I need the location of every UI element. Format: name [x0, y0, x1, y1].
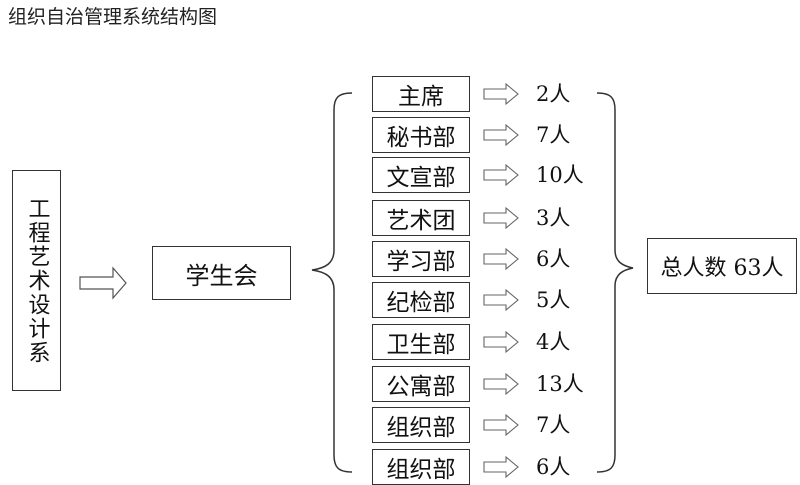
branch-count: 13人 — [536, 372, 584, 396]
branch-count: 10人 — [536, 163, 584, 187]
arrow-icon — [483, 330, 519, 354]
arrow-icon — [483, 455, 519, 479]
branch-count: 5人 — [536, 288, 571, 312]
arrow-icon — [483, 247, 519, 271]
branch-box: 卫生部 — [372, 324, 470, 360]
branch-box: 主席 — [372, 76, 470, 112]
student-union-box: 学生会 — [152, 246, 291, 300]
branch-box: 学习部 — [372, 241, 470, 277]
branch-box: 组织部 — [372, 407, 470, 443]
branch-count: 6人 — [536, 455, 571, 479]
right-brace-icon — [596, 92, 634, 473]
department-box: 工程艺术设计系 — [12, 170, 61, 391]
left-brace-icon — [311, 92, 353, 473]
branch-count: 3人 — [536, 206, 571, 230]
branch-box: 组织部 — [372, 449, 470, 485]
arrow-icon — [483, 288, 519, 312]
arrow-icon — [483, 372, 519, 396]
arrow-icon — [483, 413, 519, 437]
arrow-icon — [483, 206, 519, 230]
branch-box: 秘书部 — [372, 117, 470, 153]
branch-count: 4人 — [536, 330, 571, 354]
branch-count: 7人 — [536, 123, 571, 147]
branch-box: 文宣部 — [372, 157, 470, 193]
branch-box: 公寓部 — [372, 366, 470, 402]
branch-count: 2人 — [536, 82, 571, 106]
total-box: 总人数 63人 — [647, 238, 797, 294]
branch-box: 纪检部 — [372, 282, 470, 318]
branch-count: 6人 — [536, 247, 571, 271]
arrow-icon — [483, 123, 519, 147]
branch-count: 7人 — [536, 413, 571, 437]
branch-box: 艺术团 — [372, 200, 470, 236]
diagram-title: 组织自治管理系统结构图 — [8, 6, 218, 28]
arrow-icon — [79, 266, 127, 300]
arrow-icon — [483, 163, 519, 187]
arrow-icon — [483, 82, 519, 106]
